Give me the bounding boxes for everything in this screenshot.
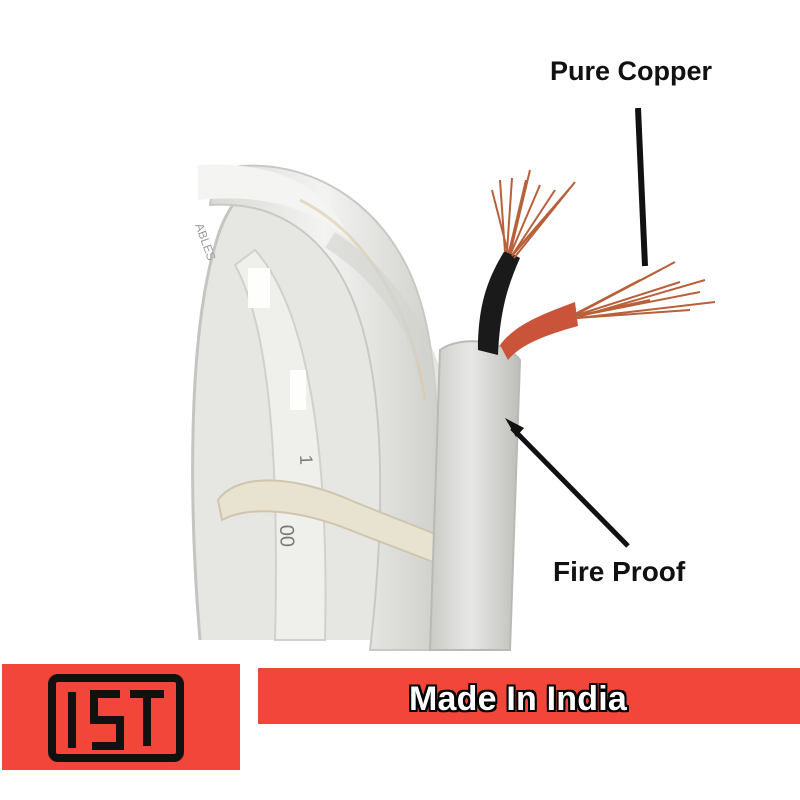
cable-end (428, 169, 716, 651)
arrow-to-copper (635, 107, 648, 267)
made-in-india-label: Made In India (409, 680, 627, 718)
fire-proof-label: Fire Proof (553, 556, 686, 587)
cable-photo: ABLES 1 00 (191, 107, 716, 651)
cable-print-fragment: 00 (275, 524, 298, 547)
isi-logo (2, 664, 240, 770)
isi-mark-icon (48, 674, 184, 762)
banner-stripe (258, 668, 800, 724)
cable-print-fragment: 1 (296, 454, 316, 465)
arrow-to-sheath (505, 418, 630, 548)
pure-copper-label: Pure Copper (550, 56, 713, 86)
